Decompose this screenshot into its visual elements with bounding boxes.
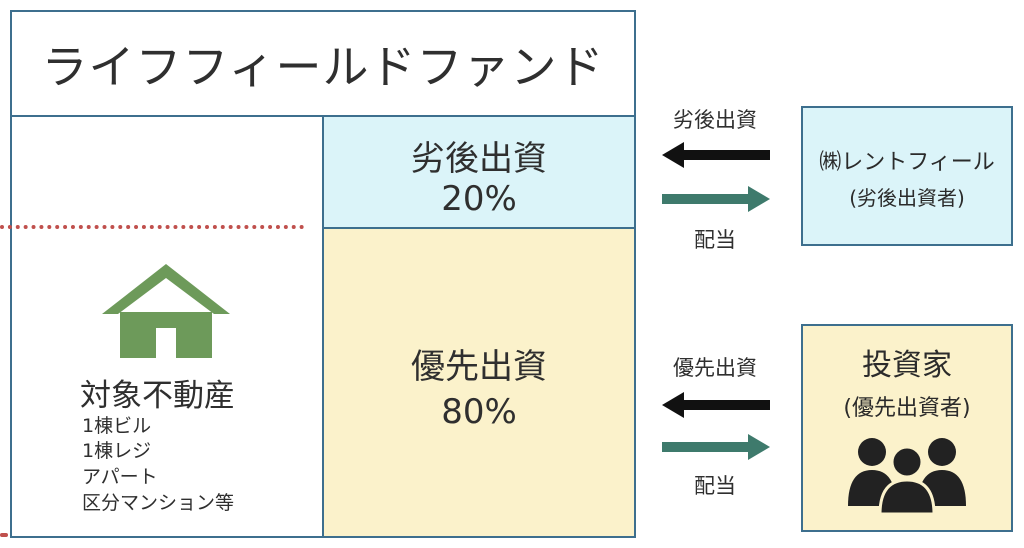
- dotted-divider-bottom: [0, 533, 8, 537]
- property-item: 1棟レジ: [82, 440, 152, 462]
- rent-field-box: ㈱レントフィール (劣後出資者): [801, 106, 1013, 246]
- dividend-label: 配当: [694, 228, 736, 252]
- dotted-divider-top: [0, 225, 304, 229]
- house-icon: [100, 262, 232, 360]
- senior-cell: 優先出資 80%: [322, 227, 636, 538]
- investor-role: (優先出資者): [843, 396, 971, 421]
- arrow-right-icon: [662, 186, 770, 216]
- senior-investment-label: 優先出資: [673, 356, 757, 380]
- rent-field-name: ㈱レントフィール: [819, 150, 995, 175]
- subordinated-cell: 劣後出資 20%: [322, 115, 636, 229]
- fund-title-row: ライフフィールドファンド: [10, 10, 636, 117]
- subordinated-label: 劣後出資: [411, 139, 547, 179]
- property-item: アパート: [82, 466, 158, 488]
- property-item: 区分マンション等: [82, 492, 235, 514]
- investor-box: 投資家 (優先出資者): [801, 324, 1013, 532]
- people-icon: [803, 434, 1011, 518]
- arrow-right-icon: [662, 434, 770, 464]
- subordinated-percent: 20%: [441, 179, 517, 219]
- arrow-left-icon: [662, 142, 770, 172]
- fund-title: ライフフィールドファンド: [41, 39, 605, 94]
- senior-percent: 80%: [441, 392, 517, 432]
- subordinated-investment-label: 劣後出資: [673, 108, 757, 132]
- dividend-label: 配当: [694, 474, 736, 498]
- investor-name: 投資家: [862, 348, 952, 383]
- arrow-left-icon: [662, 392, 770, 422]
- property-item: 1棟ビル: [82, 415, 152, 437]
- property-title: 対象不動産: [80, 378, 235, 414]
- senior-label: 優先出資: [411, 347, 547, 387]
- rent-field-role: (劣後出資者): [849, 186, 965, 210]
